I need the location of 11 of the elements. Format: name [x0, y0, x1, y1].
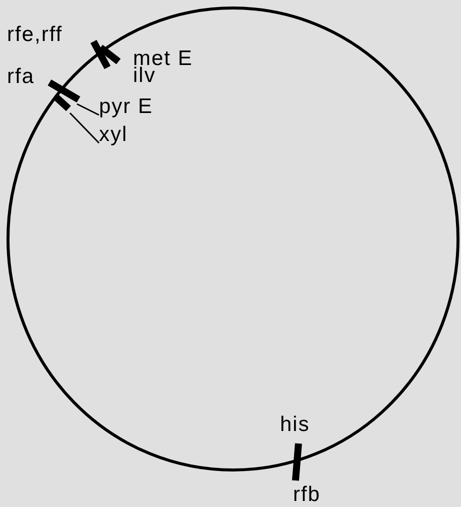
gene-label: xyl: [99, 124, 128, 145]
gene-label: pyr E: [99, 96, 154, 117]
leader-line: [69, 112, 100, 144]
gene-label: rfb: [293, 484, 321, 505]
gene-label: his: [280, 414, 310, 435]
gene-label: rfa: [7, 66, 35, 87]
gene-label: rfe,rff: [7, 24, 63, 45]
leader-line: [76, 103, 100, 116]
locus-tick-mark: [46, 78, 82, 112]
gene-label: ilv: [133, 65, 156, 86]
locus-tick-mark: [90, 38, 122, 70]
